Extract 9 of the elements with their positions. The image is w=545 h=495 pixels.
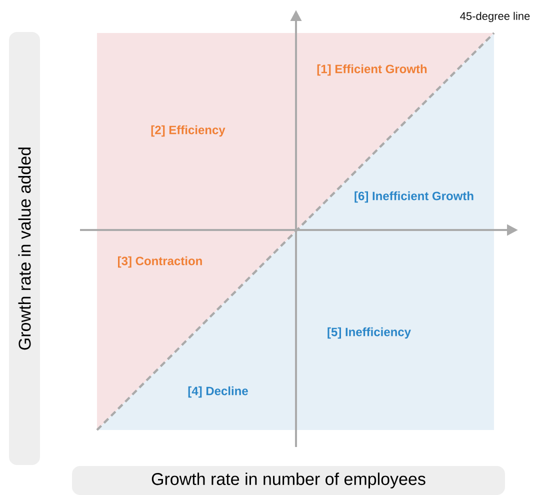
region-label: [4] Decline xyxy=(188,386,248,398)
region-label: [5] Inefficiency xyxy=(328,327,411,339)
region-label: [3] Contraction xyxy=(118,256,202,268)
axis-title-box: Growth rate in number of employees xyxy=(72,466,505,495)
region-label: [1] Efficient Growth xyxy=(317,64,427,76)
axis-title-box: Growth rate in value added xyxy=(9,32,40,465)
region-label: [2] Efficiency xyxy=(151,125,226,137)
line-label: 45-degree line xyxy=(460,12,530,22)
region-label: [6] Inefficient Growth xyxy=(354,191,474,203)
